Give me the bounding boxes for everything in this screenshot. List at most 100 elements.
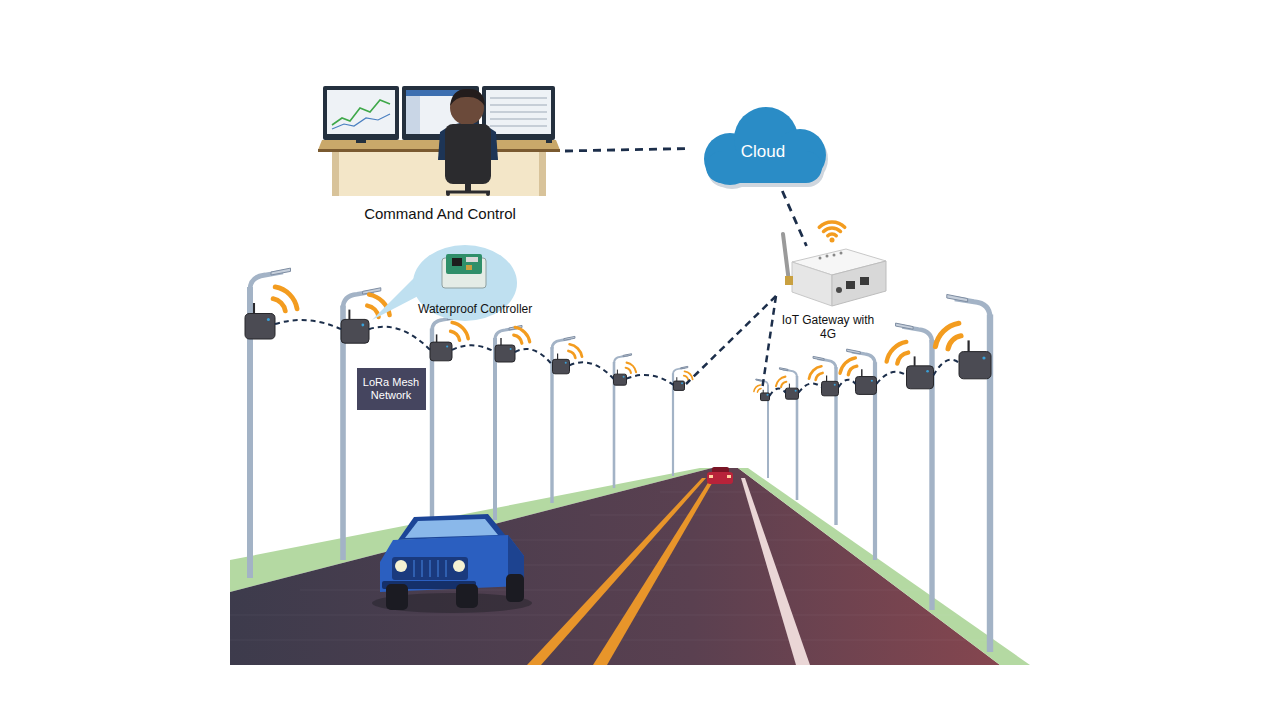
gateway-radio-link [686,296,776,384]
gateway-router [836,287,842,293]
workstation [323,86,399,140]
lamp-controller [614,374,627,385]
wifi-signal [840,358,857,375]
mesh-link [452,345,495,352]
lamp-controller [430,334,452,360]
lamp-controller [926,370,929,373]
node-label: Command And Control [364,205,516,223]
cloud-node: Cloud [688,103,838,191]
jeep [445,560,447,577]
workstation [490,125,547,127]
lamp-controller [907,356,934,388]
jeep [437,560,439,577]
wifi-signal [935,323,961,349]
red-car [707,467,733,484]
mesh-link [770,388,786,396]
lamp-controller [341,319,369,343]
workstation-node: Command And Control [315,82,565,225]
wifi-signal [684,371,693,380]
controller-picture [466,265,472,270]
lamp-controller [495,345,515,362]
wifi-arc [948,336,961,349]
lamp-controller [676,377,677,381]
node-label: Waterproof Controller [418,302,532,317]
lamp-controller [553,353,570,373]
red-car [727,475,731,478]
controller-picture [466,257,478,262]
gateway-router [792,262,832,306]
lamp-controller [761,390,770,401]
wifi-arc [809,366,821,378]
jeep [429,560,431,577]
lamp-controller [348,310,350,320]
street-lamp [341,288,390,560]
lamp-head [947,294,968,301]
lamp-controller [761,393,770,401]
road-texture [590,515,825,516]
wifi-arc [848,366,857,375]
lamp-controller [789,384,790,389]
mesh-link [515,349,553,365]
controller-picture [446,254,482,274]
street-lamp [245,268,297,578]
wifi-signal [626,363,636,373]
jeep [414,560,446,577]
wifi-arc [935,323,958,346]
lamp-arm [552,339,571,349]
jeep [372,514,532,613]
wifi-arc [840,358,855,373]
gateway-router [846,281,855,289]
road [230,468,1030,665]
lamp-controller [430,342,452,361]
street-lamp [935,294,991,652]
workstation [406,96,420,134]
wifi-arc [781,382,786,387]
lamp-head [271,268,291,275]
wifi-arc [451,331,460,340]
mesh-link [369,327,430,350]
jeep [413,560,415,577]
wifi-arc [515,327,530,342]
workstation [486,90,551,134]
controller-picture [442,254,486,288]
wifi-arc [275,287,297,309]
lamp-controller [623,376,625,378]
gateway-router [783,234,789,282]
street-lamp [887,323,934,610]
node-label: LoRa Mesh Network [362,376,421,403]
wifi-dot [830,238,835,243]
jeep [380,535,524,592]
lamp-arm [955,299,990,318]
lamp-controller [446,345,448,347]
wifi-arc [824,228,841,232]
lamp-controller [822,381,839,395]
lamp-controller [617,370,618,375]
lamp-controller [822,375,839,395]
lamp-controller [674,381,685,390]
wifi-arc [627,363,636,372]
wifi-signal [754,385,761,392]
lamp-controller [767,394,769,396]
gateway-router [785,276,793,285]
wifi-signal [809,366,823,380]
lamp-controller [553,359,570,373]
lamp-controller [856,377,877,395]
gateway-router [826,255,829,258]
lamp-pole [493,338,497,520]
lamp-head [847,349,861,354]
workstation [490,111,547,113]
dashed-connector [565,149,688,151]
lamp-controller [614,370,627,386]
mesh-link [799,383,822,392]
workstation [490,98,547,126]
gateway-router [840,252,843,255]
dashed-connector [782,191,806,246]
wifi-arc [684,376,688,380]
wifi-arc [816,373,823,380]
wifi-arc [452,323,468,339]
lamp-controller [267,318,270,321]
wifi-arc [570,344,582,356]
